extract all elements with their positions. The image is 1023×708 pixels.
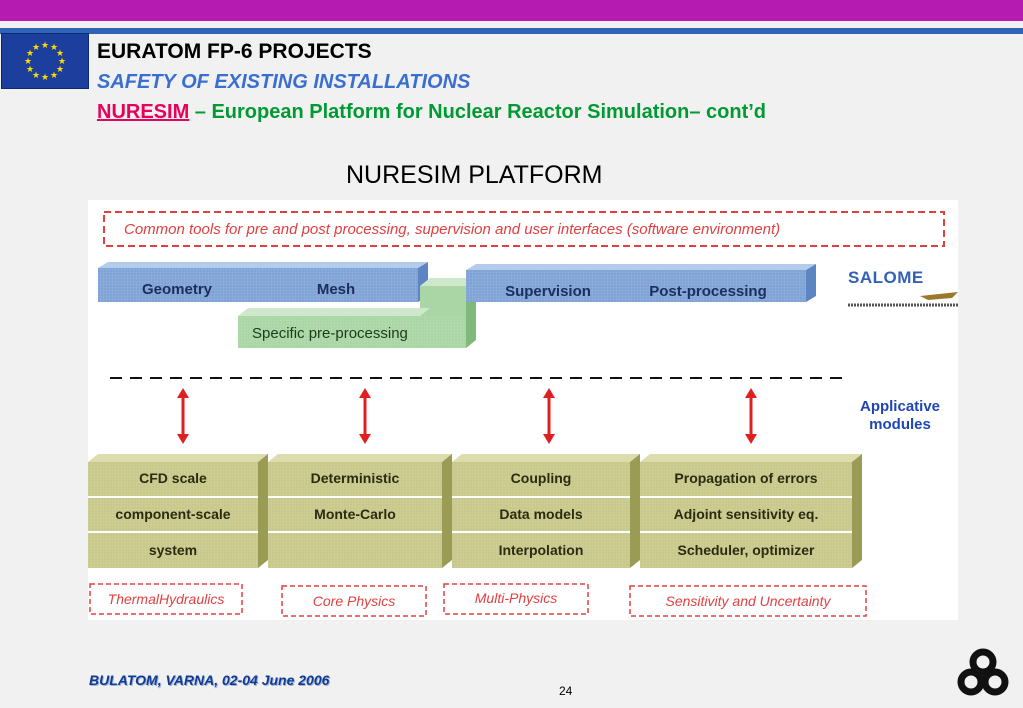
col4-row1: Propagation of errors <box>674 470 817 486</box>
col2-row2: Monte-Carlo <box>314 506 396 522</box>
col3-row2: Data models <box>499 506 582 522</box>
common-tools-label: Common tools for pre and post processing… <box>124 221 780 238</box>
col3-row1: Coupling <box>511 470 572 486</box>
col1-row3: system <box>149 542 197 558</box>
institution-logo-icon <box>953 646 1013 698</box>
svg-text:★: ★ <box>41 72 49 82</box>
col3-row3: Interpolation <box>499 542 584 558</box>
core-physics-column: Deterministic Monte-Carlo <box>268 454 452 568</box>
project-description: – European Platform for Nuclear Reactor … <box>189 101 767 123</box>
svg-text:★: ★ <box>41 40 49 50</box>
top-magenta-bar <box>0 0 1023 21</box>
col1-row2: component-scale <box>115 506 230 522</box>
sensitivity-uncertainty-column: Propagation of errors Adjoint sensitivit… <box>640 454 862 568</box>
page-number: 24 <box>559 684 573 698</box>
svg-text:★: ★ <box>32 70 40 80</box>
svg-text:★: ★ <box>32 42 40 52</box>
category-multi-physics: Multi-Physics <box>443 583 589 615</box>
geometry-block: Geometry <box>98 262 266 302</box>
applicative-modules-label: Applicative modules <box>848 398 952 434</box>
specific-preprocessing-label: Specific pre-processing <box>252 325 408 342</box>
category-multi-physics-label: Multi-Physics <box>475 590 557 606</box>
category-thermalhydraulics-label: ThermalHydraulics <box>108 591 225 607</box>
post-processing-label: Post-processing <box>649 283 767 300</box>
post-processing-block: Post-processing <box>626 264 816 302</box>
mesh-label: Mesh <box>317 281 355 298</box>
footer-event: BULATOM, VARNA, 02-04 June 2006 <box>89 672 330 688</box>
svg-text:★: ★ <box>26 64 34 74</box>
geometry-label: Geometry <box>142 281 213 298</box>
multi-physics-column: Coupling Data models Interpolation <box>452 454 640 568</box>
arrow-2 <box>359 388 371 444</box>
arrow-1 <box>177 388 189 444</box>
svg-text:★: ★ <box>56 64 64 74</box>
thermalhydraulics-column: CFD scale component-scale system <box>88 454 268 568</box>
category-sensitivity-uncertainty: Sensitivity and Uncertainty <box>629 585 867 617</box>
header-subtitle: SAFETY OF EXISTING INSTALLATIONS <box>97 71 471 93</box>
supervision-label: Supervision <box>505 283 591 300</box>
svg-text:★: ★ <box>58 56 66 66</box>
common-tools-box <box>103 211 945 247</box>
category-core-physics-label: Core Physics <box>313 593 395 609</box>
applicative-line-2: modules <box>869 416 931 433</box>
svg-text:★: ★ <box>56 48 64 58</box>
col2-row1: Deterministic <box>311 470 400 486</box>
supervision-block: Supervision <box>466 264 636 302</box>
project-name: NURESIM <box>97 101 190 123</box>
svg-text:★: ★ <box>24 56 32 66</box>
svg-text:★: ★ <box>50 70 58 80</box>
col4-row2: Adjoint sensitivity eq. <box>674 506 819 522</box>
diagram-title: NURESIM PLATFORM <box>346 161 603 189</box>
header-title: EURATOM FP-6 PROJECTS <box>97 40 372 63</box>
arrow-4 <box>745 388 757 444</box>
category-core-physics: Core Physics <box>281 585 427 617</box>
category-thermalhydraulics: ThermalHydraulics <box>89 583 243 615</box>
svg-text:★: ★ <box>50 42 58 52</box>
col4-row3: Scheduler, optimizer <box>678 542 815 558</box>
svg-text:★: ★ <box>26 48 34 58</box>
mesh-block: Mesh <box>256 262 428 302</box>
arrow-3 <box>543 388 555 444</box>
salome-logo: SALOME <box>848 268 958 312</box>
col1-row1: CFD scale <box>139 470 207 486</box>
category-sensitivity-uncertainty-label: Sensitivity and Uncertainty <box>666 593 832 609</box>
eu-flag-icon: ★ ★ ★ ★ ★ ★ ★ ★ ★ ★ ★ ★ <box>1 33 89 89</box>
applicative-line-1: Applicative <box>859 398 941 415</box>
platform-diagram: Common tools for pre and post processing… <box>88 200 958 620</box>
top-blue-line <box>0 28 1023 34</box>
header-project-line: NURESIM – European Platform for Nuclear … <box>97 101 766 124</box>
salome-label: SALOME <box>848 268 924 287</box>
specific-preprocessing-block: Specific pre-processing <box>238 278 476 348</box>
